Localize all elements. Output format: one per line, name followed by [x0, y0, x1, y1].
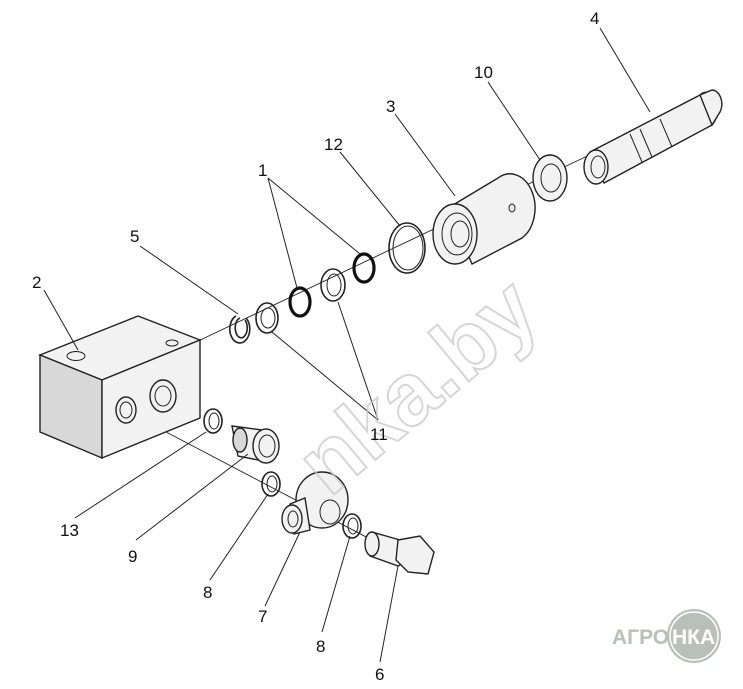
- part-sleeve: [432, 173, 536, 265]
- callout-9: 9: [128, 547, 137, 566]
- part-backup-ring-b: [352, 252, 376, 284]
- callout-3: 3: [386, 97, 395, 116]
- part-large-o-ring: [388, 222, 426, 274]
- part-washer-8-lower: [342, 513, 362, 539]
- callout-5: 5: [130, 227, 139, 246]
- logo-text-left: АГРО: [612, 626, 669, 649]
- part-banjo-fitting: [281, 471, 349, 535]
- callout-7: 7: [258, 607, 267, 626]
- part-washer-8-upper: [261, 471, 281, 497]
- part-housing-block: [38, 315, 202, 460]
- part-banjo-bolt: [364, 531, 435, 575]
- callout-8-upper: 8: [203, 583, 212, 602]
- callout-1: 1: [258, 161, 267, 180]
- callout-6: 6: [375, 665, 384, 684]
- callout-10: 10: [474, 63, 493, 82]
- part-washer: [532, 154, 568, 202]
- fitting-axis: [127, 411, 411, 561]
- callout-8-lower: 8: [316, 637, 325, 656]
- part-seal-ring-b: [320, 268, 346, 302]
- logo-circle-ring-icon: [669, 611, 719, 661]
- part-small-ring-13: [203, 408, 223, 434]
- part-spool: [583, 89, 723, 185]
- callout-12: 12: [324, 135, 343, 154]
- callout-11: 11: [370, 425, 388, 444]
- callout-4: 4: [590, 9, 599, 28]
- brand-logo: АГРО НКА: [612, 609, 721, 663]
- watermark-text: nka.by: [278, 258, 555, 513]
- leader-lines: [43, 27, 651, 663]
- callout-13: 13: [60, 521, 79, 540]
- part-union-fitting: [231, 425, 280, 464]
- part-snap-ring: [229, 315, 251, 344]
- part-backup-ring-a: [288, 286, 312, 318]
- logo-circle-icon: [667, 609, 721, 663]
- part-seal-ring-a: [255, 302, 279, 334]
- logo-text-inside: НКА: [672, 626, 715, 649]
- callout-2: 2: [32, 273, 41, 292]
- callout-labels: 1 2 3 4 5 6 7 8 8 9 10 11 12 13: [32, 9, 599, 684]
